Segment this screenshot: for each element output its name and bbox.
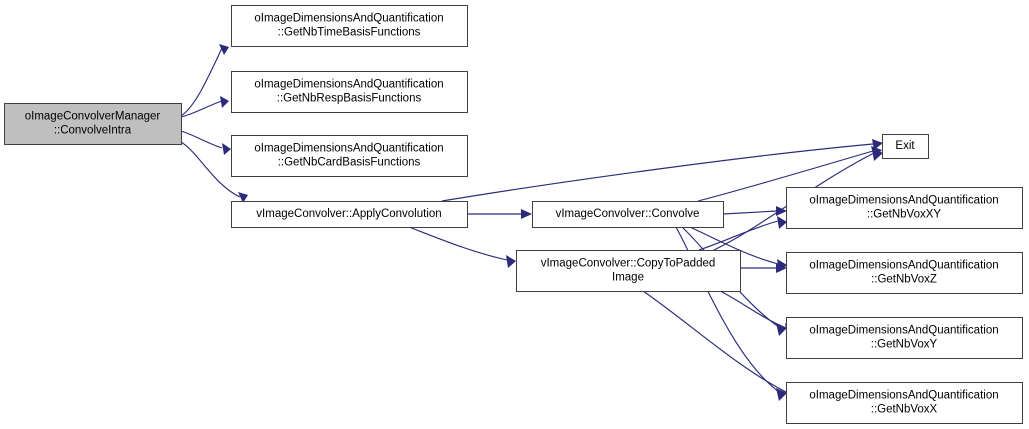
node-box[interactable] (786, 187, 1023, 229)
node-box[interactable] (231, 201, 468, 228)
call-edge-apply_convolution-to-convolve (467, 209, 532, 219)
node-box[interactable] (786, 317, 1023, 359)
arrowhead-icon (521, 209, 532, 219)
node-label-line1: oImageDimensionsAndQuantification (809, 195, 998, 207)
node-get_nb_vox_x[interactable]: oImageDimensionsAndQuantification::GetNb… (786, 382, 1023, 424)
node-box[interactable] (231, 5, 468, 47)
edge-line (698, 220, 779, 251)
node-box[interactable] (882, 134, 929, 159)
node-get_nb_card_basis[interactable]: oImageDimensionsAndQuantification::GetNb… (231, 135, 468, 177)
call-edge-convolve_intra-to-get_nb_time_basis (180, 44, 229, 117)
node-label-line1: oImageDimensionsAndQuantification (809, 260, 998, 272)
edge-line (180, 47, 223, 117)
arrowhead-icon (872, 148, 883, 161)
node-label-line1: vImageConvolver::CopyToPadded (541, 258, 716, 270)
node-label-line1: oImageDimensionsAndQuantification (809, 390, 998, 402)
call-edge-apply_convolution-to-copy_to_padded_image (408, 226, 516, 268)
edge-line (675, 226, 780, 393)
call-edge-convolve-to-get_nb_vox_xy (722, 206, 787, 216)
node-convolve_intra[interactable]: oImageConvolverManager::ConvolveIntra (4, 103, 182, 145)
node-box[interactable] (532, 201, 724, 228)
edges-layer (180, 44, 883, 401)
edge-line (697, 150, 874, 202)
call-edge-copy_to_padded_image-to-get_nb_vox_z (740, 263, 787, 273)
arrowhead-icon (776, 263, 787, 273)
edge-line (719, 290, 787, 329)
node-label-line1: oImageDimensionsAndQuantification (254, 143, 443, 155)
call-edge-convolve_intra-to-apply_convolution (180, 141, 248, 203)
edge-line (722, 210, 778, 215)
arrowhead-icon (222, 143, 231, 155)
node-label-line2: ::GetNbTimeBasisFunctions (278, 27, 421, 39)
arrowhead-icon (776, 206, 787, 216)
call-edge-convolve_intra-to-get_nb_card_basis (180, 130, 231, 155)
node-label-line2: ::GetNbVoxZ (871, 274, 937, 286)
call-edge-convolve-to-get_nb_vox_x (675, 226, 787, 401)
node-label-line1: oImageDimensionsAndQuantification (254, 79, 443, 91)
edge-line (180, 130, 223, 149)
node-get_nb_vox_z[interactable]: oImageDimensionsAndQuantification::GetNb… (786, 252, 1023, 294)
node-label-line1: Exit (895, 140, 915, 152)
edge-line (689, 226, 779, 265)
call-edge-apply_convolution-to-exit (441, 139, 883, 202)
node-label-line1: oImageDimensionsAndQuantification (254, 13, 443, 25)
node-label-line2: Image (612, 272, 644, 284)
node-label-line2: ::GetNbVoxX (871, 404, 938, 416)
node-box[interactable] (786, 382, 1023, 424)
node-box[interactable] (231, 135, 468, 177)
node-label-line2: ::ConvolveIntra (54, 125, 132, 137)
node-label-line2: ::GetNbVoxXY (867, 209, 941, 221)
node-label-line2: ::GetNbCardBasisFunctions (278, 157, 421, 169)
arrowhead-icon (776, 323, 787, 336)
node-get_nb_vox_xy[interactable]: oImageDimensionsAndQuantification::GetNb… (786, 187, 1023, 229)
node-get_nb_time_basis[interactable]: oImageDimensionsAndQuantification::GetNb… (231, 5, 468, 47)
node-label-line1: oImageConvolverManager (25, 111, 161, 123)
node-get_nb_vox_y[interactable]: oImageDimensionsAndQuantification::GetNb… (786, 317, 1023, 359)
edge-line (441, 143, 874, 202)
edge-line (180, 141, 241, 198)
edge-line (642, 290, 787, 393)
arrowhead-icon (506, 255, 516, 268)
call-edge-copy_to_padded_image-to-get_nb_vox_xy (698, 216, 787, 251)
arrowhead-icon (238, 192, 248, 203)
edge-line (408, 226, 508, 261)
arrowhead-icon (777, 216, 787, 229)
node-box[interactable] (4, 103, 182, 145)
node-convolve[interactable]: vImageConvolver::Convolve (532, 201, 724, 228)
node-get_nb_resp_basis[interactable]: oImageDimensionsAndQuantification::GetNb… (231, 71, 468, 113)
arrowhead-icon (872, 139, 883, 150)
node-label-line1: vImageConvolver::Convolve (556, 208, 700, 220)
node-box[interactable] (786, 252, 1023, 294)
call-edge-copy_to_padded_image-to-get_nb_vox_x (642, 290, 796, 400)
arrowhead-icon (776, 388, 787, 401)
call-edge-convolve_intra-to-get_nb_resp_basis (180, 96, 229, 118)
nodes-layer: oImageConvolverManager::ConvolveIntraoIm… (4, 5, 1023, 424)
node-label-line1: oImageDimensionsAndQuantification (809, 325, 998, 337)
edge-line (180, 100, 223, 118)
node-box[interactable] (231, 71, 468, 113)
node-label-line2: ::GetNbRespBasisFunctions (277, 93, 422, 105)
arrowhead-icon (220, 96, 229, 108)
node-label-line2: ::GetNbVoxY (871, 339, 938, 351)
node-box[interactable] (516, 250, 741, 292)
node-apply_convolution[interactable]: vImageConvolver::ApplyConvolution (231, 201, 468, 228)
node-label-line1: vImageConvolver::ApplyConvolution (256, 208, 441, 220)
node-exit[interactable]: Exit (882, 134, 929, 159)
arrowhead-icon (219, 44, 229, 55)
